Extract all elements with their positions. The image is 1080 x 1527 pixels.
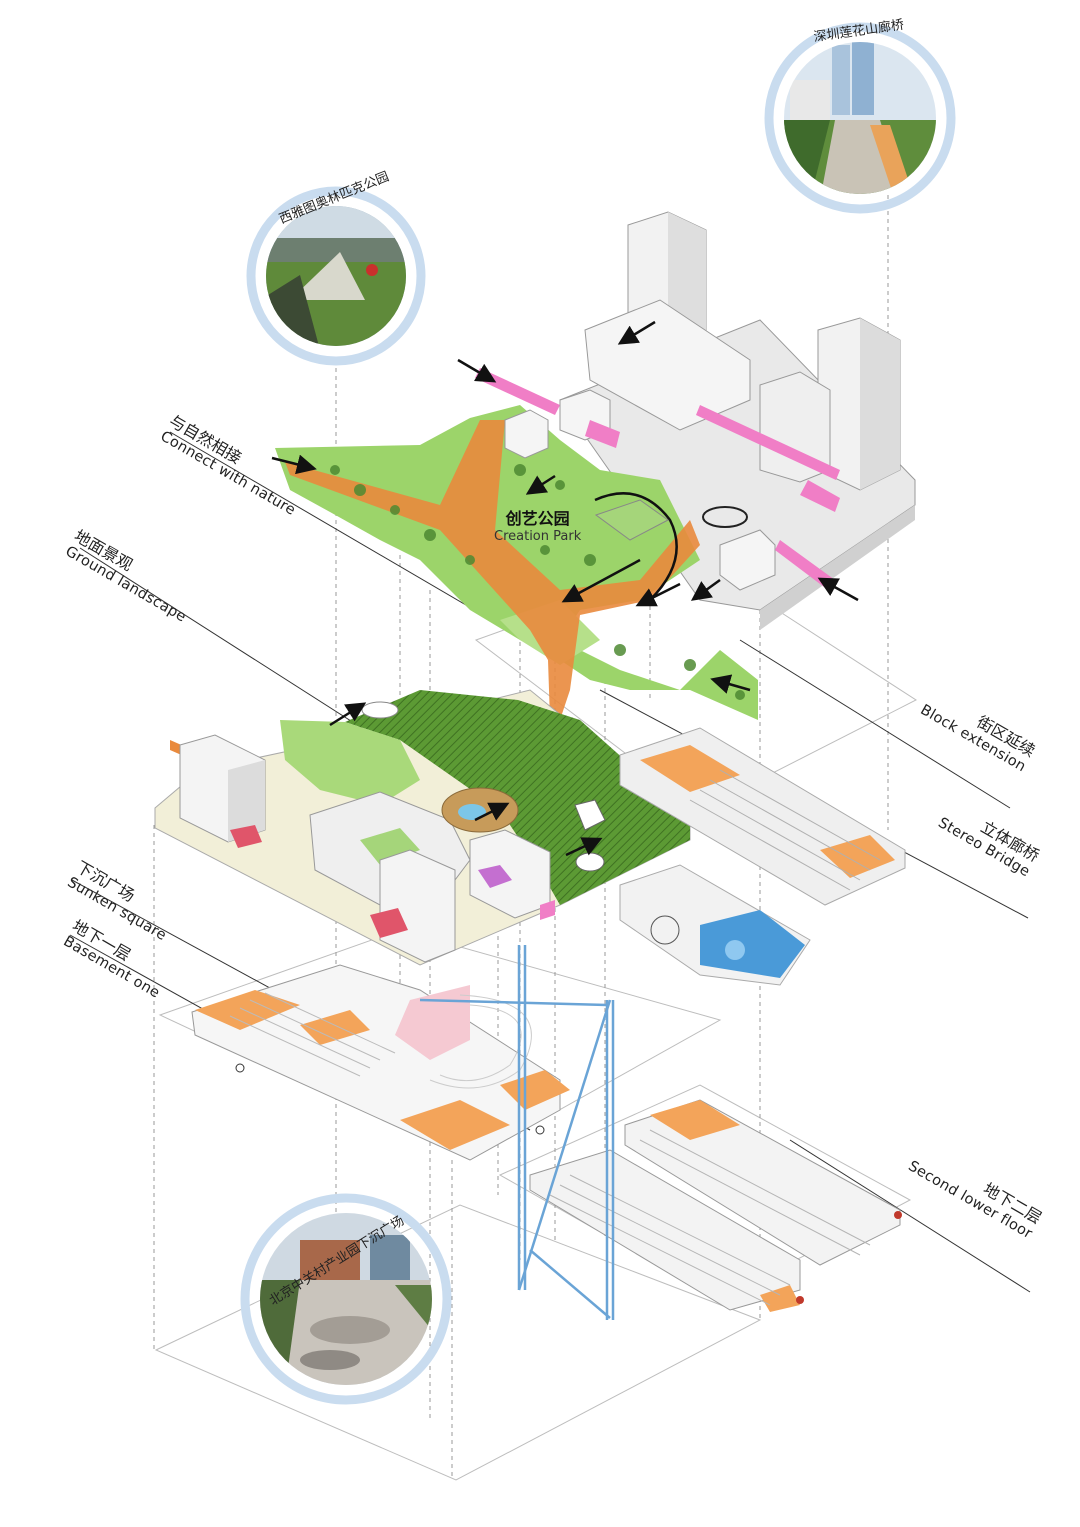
arrows [271, 320, 859, 857]
top-layer [275, 211, 916, 720]
arrow-icon [329, 702, 367, 727]
arrow-icon [474, 802, 510, 822]
arrow-icon [617, 320, 656, 345]
arrow-icon [710, 674, 751, 694]
creation-park-title: 创艺公园 Creation Park [494, 505, 581, 544]
b1-orange-left [195, 990, 300, 1030]
hatched-park [345, 690, 690, 905]
ground-layer [154, 689, 691, 966]
basement-one-layer [191, 964, 570, 1161]
arrow-icon [635, 582, 681, 607]
blue-connectors [419, 945, 615, 1320]
park-title-en: Creation Park [494, 529, 582, 544]
ground-bldg-2 [379, 849, 456, 963]
park-path [285, 420, 700, 720]
park-title-cn: 创艺公园 [505, 509, 570, 528]
arrow-icon [561, 558, 641, 603]
arrow-icon [525, 474, 556, 495]
arrow-icon [565, 837, 603, 857]
arrow-icon [817, 577, 859, 602]
arrow-icon [457, 358, 497, 383]
photo-circle-shenzhen [764, 22, 956, 214]
right-floor-b1 [619, 727, 906, 986]
arrow-icon [690, 578, 721, 601]
photo-circle-beijing [240, 1193, 452, 1405]
arrow-icon [271, 454, 317, 475]
second-lower-floor [529, 1099, 902, 1312]
photo-circle-seattle [246, 186, 426, 366]
